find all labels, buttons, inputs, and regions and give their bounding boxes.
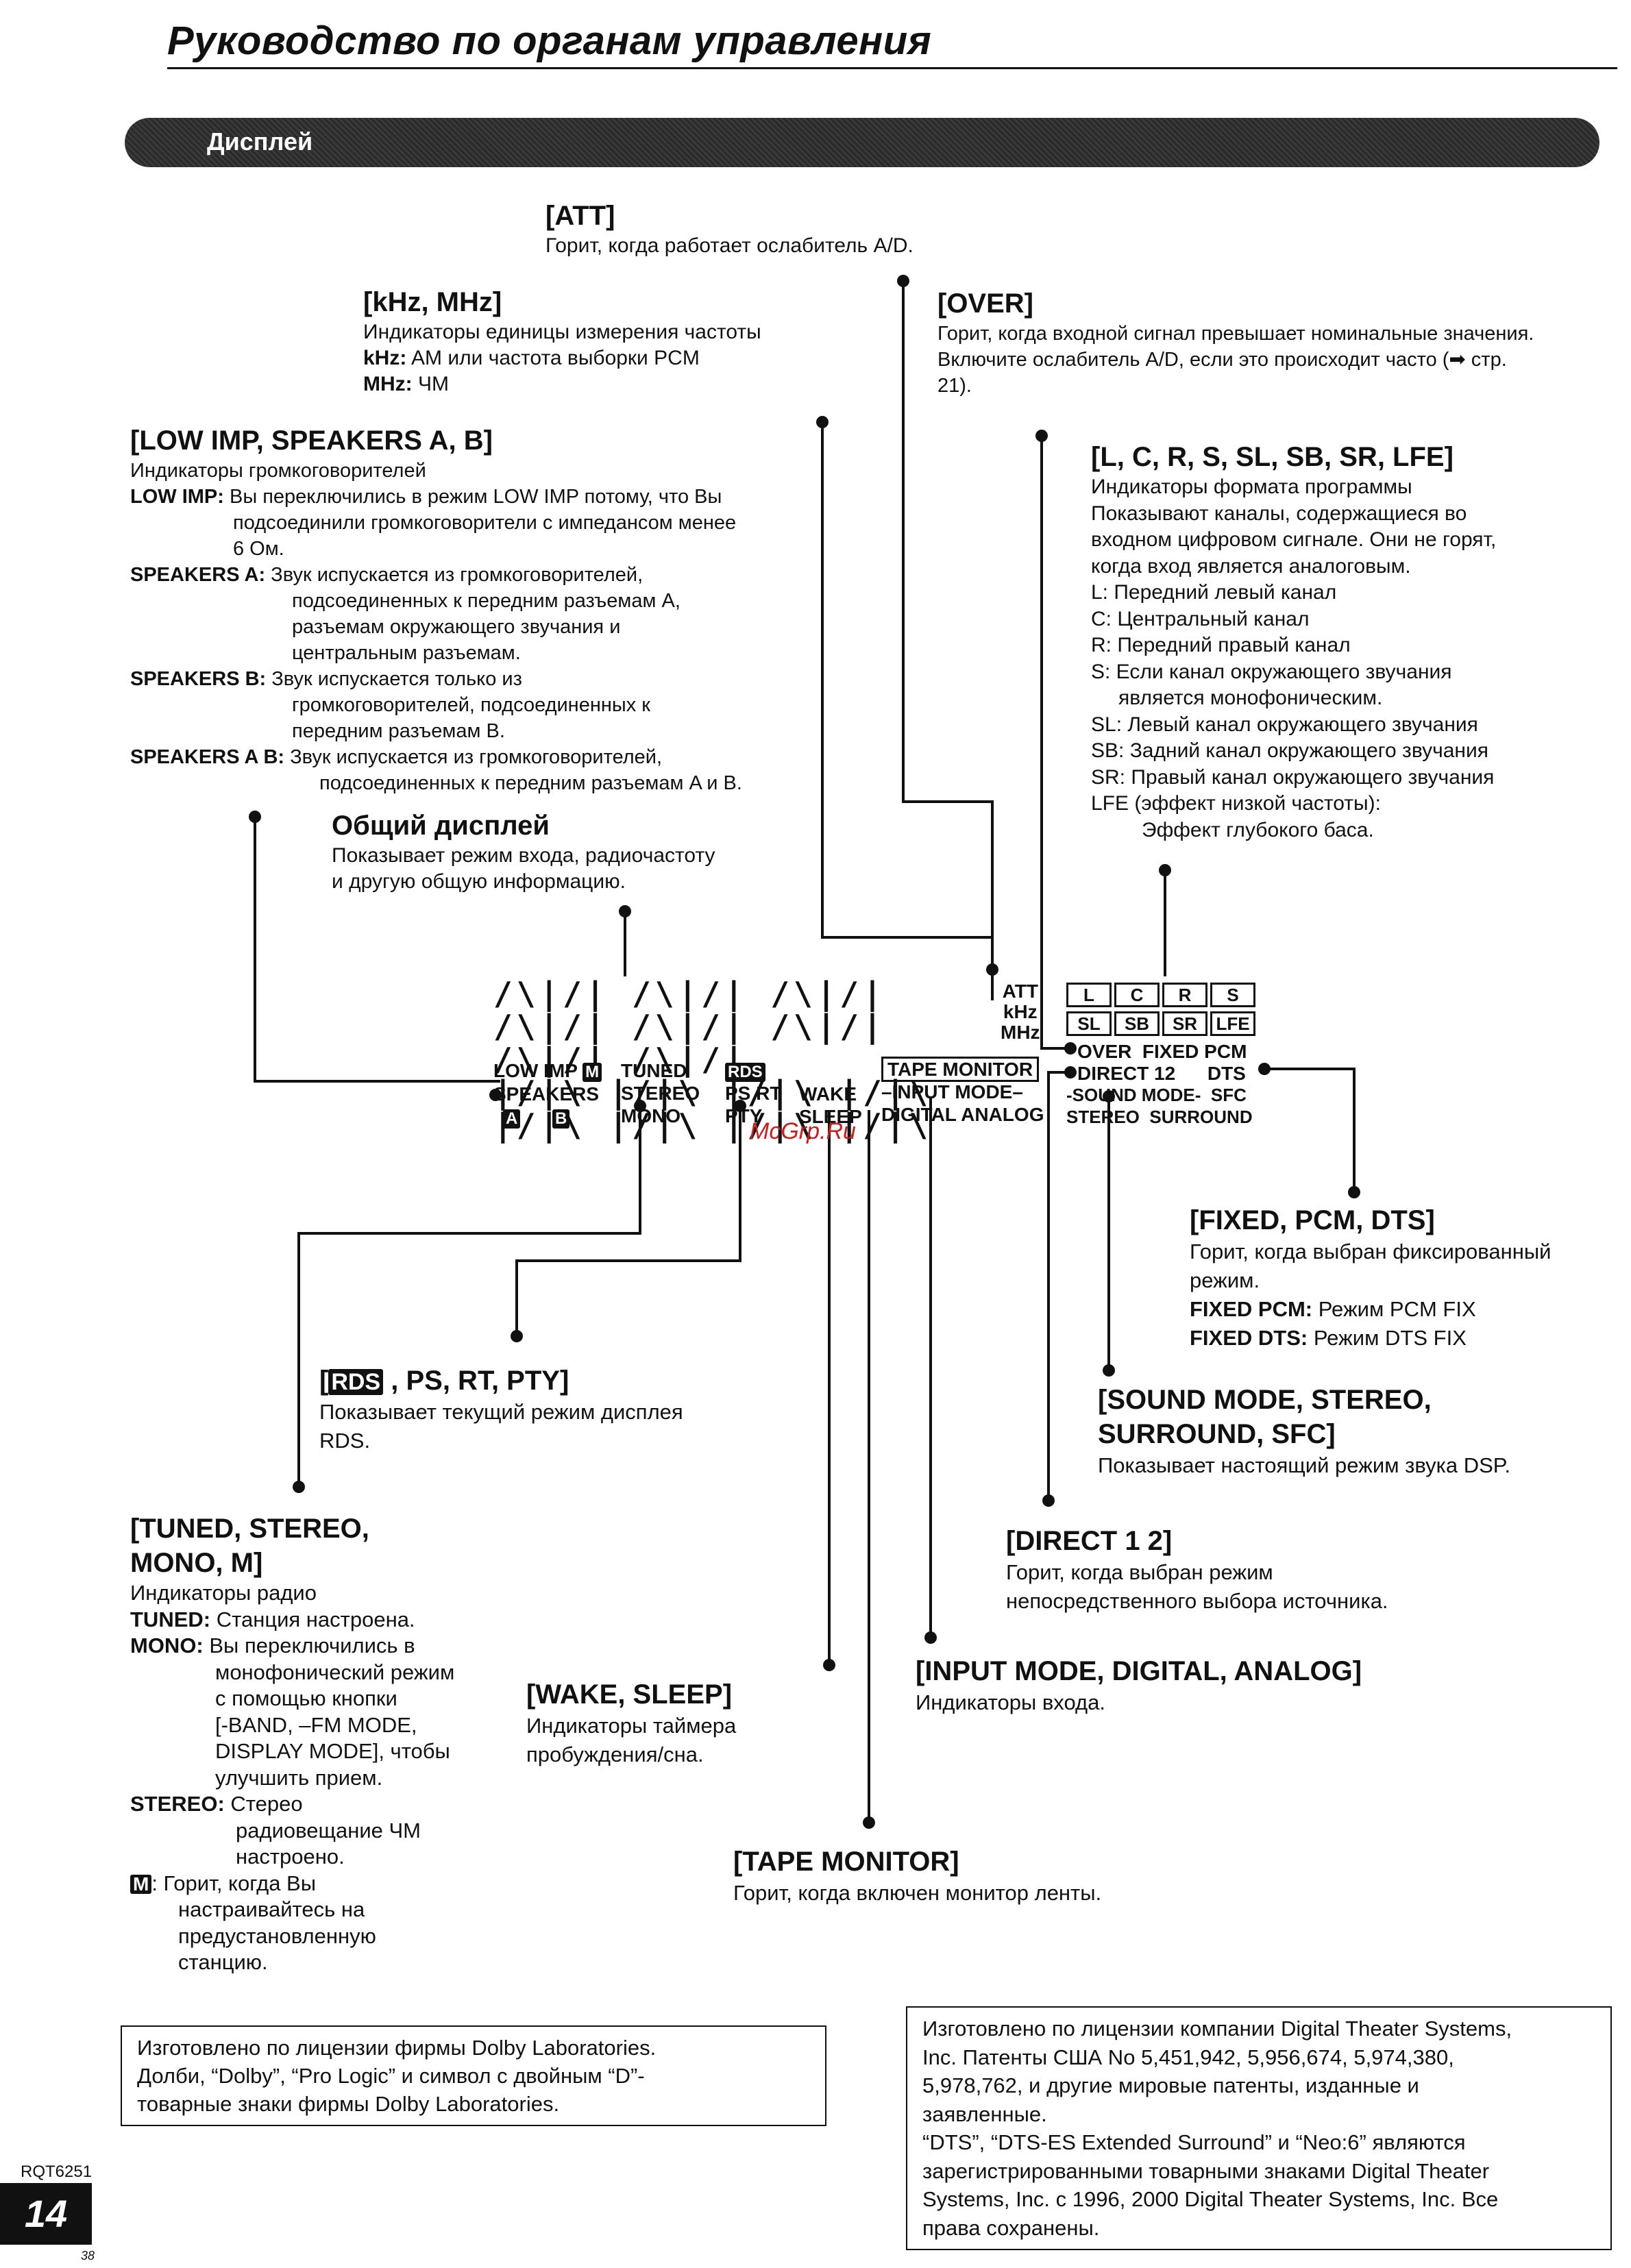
callout-channels: [L, C, R, S, SL, SB, SR, LFE] Индикаторы…: [1091, 442, 1497, 841]
watermark: McGrp.Ru: [750, 1118, 856, 1144]
callout-rds: [RDS , PS, RT, PTY] Показывает текущий р…: [319, 1366, 683, 1453]
display-tuned-stereo-mono: TUNED STEREO MONO: [621, 1060, 700, 1126]
channel-s: S: [1210, 983, 1255, 1007]
display-att-khz-mhz: ATT kHz MHz: [1001, 981, 1040, 1043]
display-rds-ps-rt-pty: RDS PS RT PTY: [725, 1062, 782, 1126]
page-number: 14: [0, 2183, 92, 2245]
callout-direct: [DIRECT 1 2] Горит, когда выбран режим н…: [1006, 1526, 1388, 1613]
model-number: RQT6251: [21, 2162, 93, 2181]
callout-wake-sleep: [WAKE, SLEEP] Индикаторы таймера пробужд…: [526, 1679, 737, 1766]
callout-low-imp-speakers: [LOW IMP, SPEAKERS A, B] Индикаторы гром…: [130, 426, 742, 794]
channel-r: R: [1162, 983, 1207, 1007]
callout-fixed-pcm-dts: [FIXED, PCM, DTS] Горит, когда выбран фи…: [1190, 1205, 1552, 1350]
display-speakers: SPEAKERS: [493, 1083, 600, 1105]
channel-lfe: LFE: [1210, 1011, 1255, 1036]
callout-general-display: Общий дисплей Показывает режим входа, ра…: [332, 811, 715, 893]
callout-khz-mhz: [kHz, MHz] Индикаторы единицы измерения …: [363, 287, 761, 395]
display-segments: /\|/| /\|/| /\|/| /\|/| /\|/| /\|/| /\|/…: [493, 975, 933, 1144]
display-stereo-surround: STEREO SURROUND: [1066, 1107, 1253, 1127]
section-header-bar: Дисплей: [125, 118, 1599, 167]
callout-att: [ATT] Горит, когда работает ослабитель A…: [545, 201, 913, 257]
callout-sound-mode: [SOUND MODE, STEREO, SURROUND, SFC] Пока…: [1098, 1385, 1511, 1477]
license-dolby: Изготовлено по лицензии фирмы Dolby Labo…: [121, 2025, 826, 2126]
page-title: Руководство по органам управления: [167, 19, 932, 63]
title-underline: [167, 67, 1617, 69]
display-sound-mode-sfc: -SOUND MODE- SFC: [1066, 1085, 1247, 1105]
channel-l: L: [1066, 983, 1112, 1007]
display-input-area: TAPE MONITOR –INPUT MODE– DIGITAL ANALOG: [881, 1057, 1044, 1126]
section-title: Дисплей: [207, 127, 313, 156]
display-direct-dts: DIRECT 12 DTS: [1077, 1063, 1246, 1084]
callout-input-mode: [INPUT MODE, DIGITAL, ANALOG] Индикаторы…: [916, 1656, 1362, 1714]
channel-sl: SL: [1066, 1011, 1112, 1036]
display-speakers-ab: A B: [503, 1106, 570, 1129]
display-low-imp: LOW IMP M: [493, 1059, 602, 1082]
channel-sb: SB: [1114, 1011, 1160, 1036]
display-wake-sleep: WAKE SLEEP: [799, 1083, 862, 1127]
license-dts: Изготовлено по лицензии компании Digital…: [906, 2006, 1612, 2250]
channel-c: C: [1114, 983, 1160, 1007]
display-over-fixed-pcm: OVER FIXED PCM: [1077, 1041, 1247, 1062]
callout-over: [OVER] Горит, когда входной сигнал превы…: [937, 288, 1534, 397]
channel-sr: SR: [1162, 1011, 1207, 1036]
callout-tape-monitor: [TAPE MONITOR] Горит, когда включен мони…: [733, 1847, 1102, 1905]
display-channel-grid: L C R S SL SB SR LFE: [1066, 983, 1255, 1036]
small-page-ref: 38: [81, 2249, 95, 2263]
callout-tuned-stereo-mono: [TUNED, STEREO, MONO, M] Индикаторы ради…: [130, 1514, 455, 1974]
